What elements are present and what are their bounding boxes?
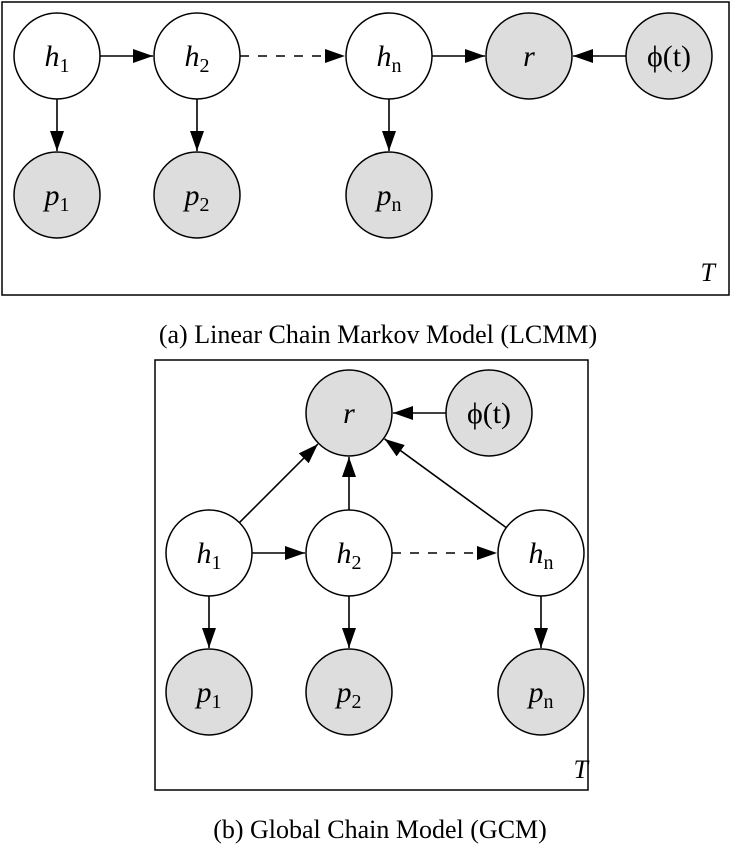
panel-a-node-r-circle <box>485 12 573 100</box>
panel-b-edge-hn-to-r <box>384 438 507 529</box>
panel-a-plate <box>1 1 730 296</box>
panel-a-caption: (a) Linear Chain Markov Model (LCMM) <box>159 320 597 349</box>
panel-b-node-hn-circle <box>497 509 585 597</box>
panel-a-node-p1-circle <box>13 151 101 239</box>
panel-b-node-p2: p2 <box>305 648 393 736</box>
panel-a-node-h1: h1 <box>13 12 101 100</box>
panel-b-node-pn: pn <box>497 648 585 736</box>
panel-b-node-h1: h1 <box>165 509 253 597</box>
panel-b-node-phi: ϕ(t) <box>445 369 533 457</box>
panel-a-edges <box>50 49 626 151</box>
panel-b-node-h2-label: h2 <box>337 537 362 574</box>
panel-b-node-pn-label: pn <box>527 676 554 713</box>
panel-a-node-h2-circle <box>153 12 241 100</box>
panel-a-node-pn-label: pn <box>375 179 402 216</box>
panel-a-node-phi: ϕ(t) <box>625 12 713 100</box>
panel-b-node-phi-label: ϕ(t) <box>467 397 511 430</box>
panel-a-node-hn-circle <box>345 12 433 100</box>
panel-a-node-h1-circle <box>13 12 101 100</box>
panel-b-node-r: r <box>305 369 393 457</box>
panel-a-node-hn-label: hn <box>377 40 402 77</box>
panel-b-caption: (b) Global Chain Model (GCM) <box>213 815 547 844</box>
panel-a-node-phi-circle <box>625 12 713 100</box>
panel-b-node-hn: hn <box>497 509 585 597</box>
panel-a-node-pn: pn <box>345 151 433 239</box>
panel-b-nodes: r ϕ(t) h1 h2 hn p1 p2 pn <box>165 369 585 736</box>
panel-b-node-pn-circle <box>497 648 585 736</box>
panel-a-node-pn-circle <box>345 151 433 239</box>
panel-a-node-p1: p1 <box>13 151 101 239</box>
panel-b-edge-h1-to-r <box>238 443 319 524</box>
panel-b-plate <box>154 359 589 791</box>
panel-a-node-h1-label: h1 <box>45 40 70 77</box>
panel-a-node-phi-label: ϕ(t) <box>647 40 691 73</box>
panel-b-node-p1: p1 <box>165 648 253 736</box>
panel-b-node-phi-circle <box>445 369 533 457</box>
panel-b-node-p1-label: p1 <box>195 676 222 713</box>
panel-b-node-p1-circle <box>165 648 253 736</box>
panel-b-node-p2-circle <box>305 648 393 736</box>
panel-a-plate-label: T <box>701 258 717 287</box>
panel-a-node-r: r <box>485 12 573 100</box>
panel-a-node-hn: hn <box>345 12 433 100</box>
panel-b-node-r-label: r <box>343 397 355 430</box>
panel-a-nodes: h1 h2 hn r ϕ(t) p1 p2 pn <box>13 12 713 239</box>
panel-a-node-p2-label: p2 <box>183 179 210 216</box>
panel-b-node-p2-label: p2 <box>335 676 362 713</box>
panel-b-plate-label: T <box>574 755 590 784</box>
panel-b-node-h2: h2 <box>305 509 393 597</box>
panel-b-node-h2-circle <box>305 509 393 597</box>
panel-a-node-p2-circle <box>153 151 241 239</box>
panel-b-node-h1-circle <box>165 509 253 597</box>
panel-b-edges <box>202 406 548 648</box>
panel-b-node-hn-label: hn <box>529 537 554 574</box>
panel-a-node-p1-label: p1 <box>43 179 70 216</box>
panel-a-node-h2: h2 <box>153 12 241 100</box>
panel-b-node-h1-label: h1 <box>197 537 222 574</box>
panel-a-node-h2-label: h2 <box>185 40 210 77</box>
panel-a-node-r-label: r <box>523 40 535 73</box>
panel-a-node-p2: p2 <box>153 151 241 239</box>
panel-b-node-r-circle <box>305 369 393 457</box>
